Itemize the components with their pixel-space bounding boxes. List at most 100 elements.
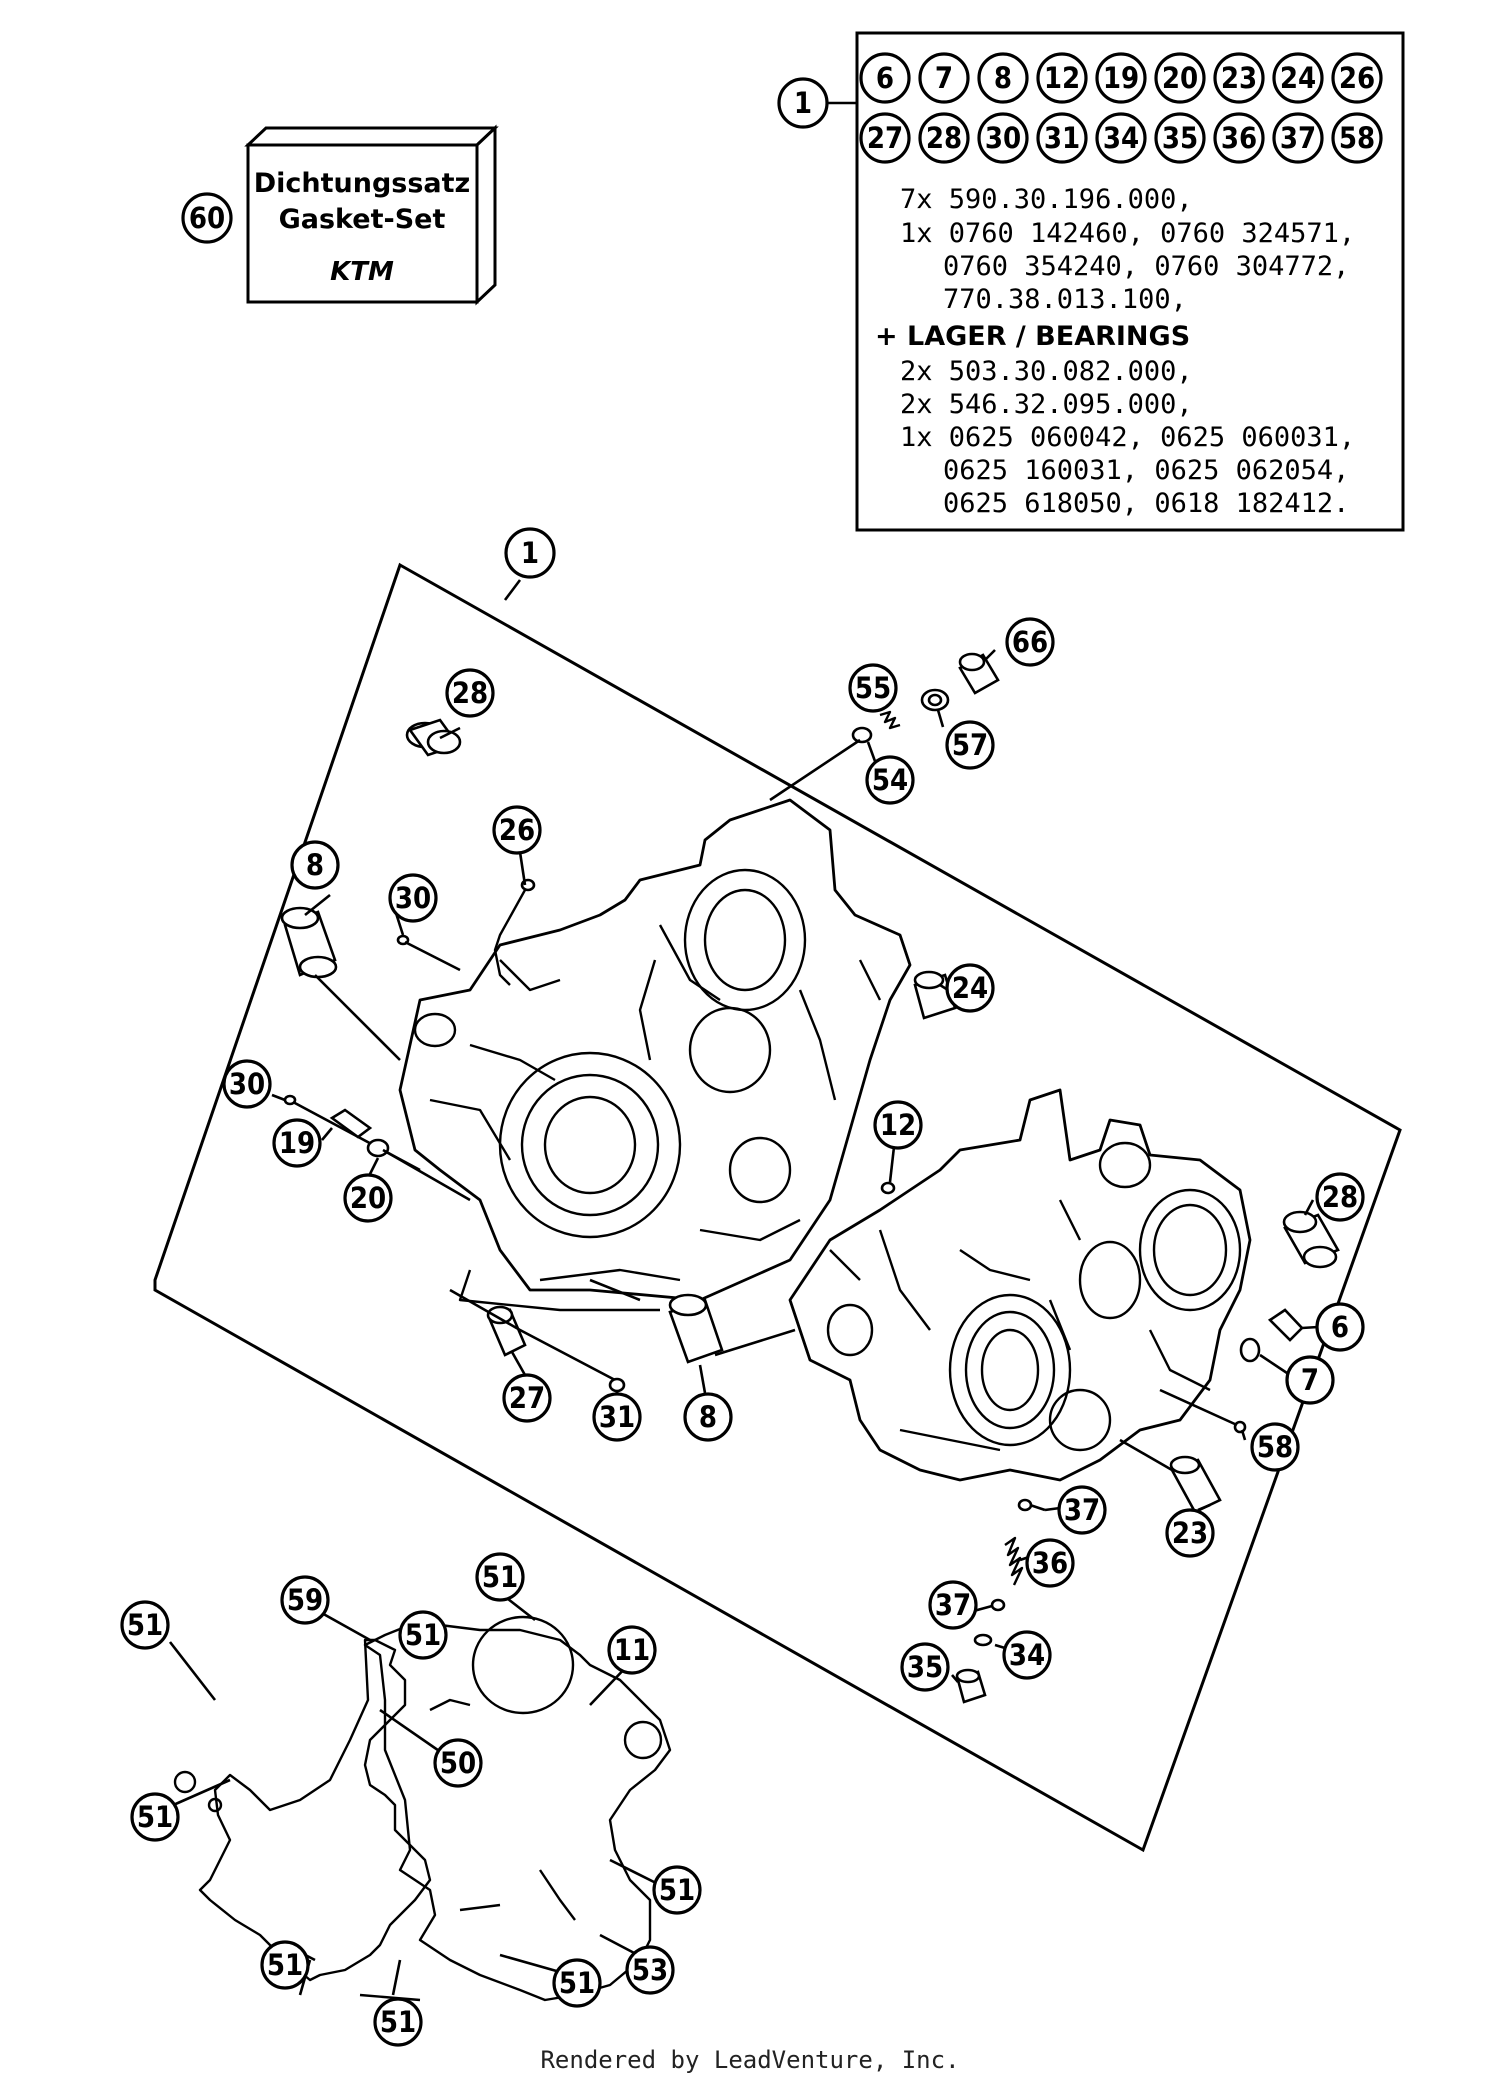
kit-line-1: 7x 590.30.196.000, [900, 184, 1193, 215]
callout-66[interactable]: 66 [1005, 617, 1055, 667]
svg-text:37: 37 [1280, 121, 1316, 155]
gasket-set-box[interactable]: Dichtungssatz Gasket-Set KTM [244, 124, 499, 306]
plug-66 [958, 652, 1000, 695]
callout-30-left[interactable]: 30 [222, 1059, 272, 1109]
callout-20[interactable]: 20 [343, 1173, 393, 1223]
callout-51-top[interactable]: 51 [398, 1610, 448, 1660]
kit-line-2: 1x 0760 142460, 0760 324571, [900, 218, 1355, 249]
plug-35 [955, 1668, 987, 1704]
callout-59[interactable]: 59 [280, 1575, 330, 1625]
breather-26 [493, 889, 527, 986]
callout-53[interactable]: 53 [625, 1945, 675, 1995]
svg-text:51: 51 [405, 1618, 441, 1652]
svg-text:30: 30 [985, 121, 1021, 155]
callout-6[interactable]: 6 [1315, 1302, 1365, 1352]
callout-51-top-left[interactable]: 51 [120, 1600, 170, 1650]
callout-37-lower[interactable]: 37 [928, 1580, 978, 1630]
svg-text:59: 59 [287, 1583, 323, 1617]
callout-36[interactable]: 36 [1025, 1538, 1075, 1588]
kit-item-20[interactable]: 20 [1154, 52, 1206, 104]
svg-text:28: 28 [926, 121, 962, 155]
callout-54[interactable]: 54 [865, 755, 915, 805]
callout-51-bottom-left[interactable]: 51 [260, 1940, 310, 1990]
svg-text:51: 51 [127, 1608, 163, 1642]
svg-text:51: 51 [559, 1966, 595, 2000]
callout-50[interactable]: 50 [433, 1738, 483, 1788]
gasket-bore [471, 1615, 575, 1715]
callout-51-bottom[interactable]: 51 [373, 1997, 423, 2047]
kit-item-34[interactable]: 34 [1095, 112, 1147, 164]
callout-30-upper[interactable]: 30 [388, 873, 438, 923]
kit-item-8[interactable]: 8 [977, 52, 1029, 104]
callout-8-upper[interactable]: 8 [290, 840, 340, 890]
kit-item-23[interactable]: 23 [1213, 52, 1265, 104]
svg-text:34: 34 [1009, 1638, 1045, 1672]
svg-text:19: 19 [1103, 61, 1139, 95]
kit-item-30[interactable]: 30 [977, 112, 1029, 164]
gasket-left [198, 1638, 432, 1982]
callout-19[interactable]: 19 [272, 1118, 322, 1168]
svg-text:23: 23 [1221, 61, 1257, 95]
svg-text:30: 30 [229, 1067, 265, 1101]
callout-11[interactable]: 11 [607, 1625, 657, 1675]
callout-51-bottom-right[interactable]: 51 [552, 1958, 602, 2008]
spring-55 [879, 710, 901, 730]
bearing-line-1: 2x 503.30.082.000, [900, 356, 1193, 387]
callout-57[interactable]: 57 [945, 720, 995, 770]
callouts: 1 28 8 26 30 30 19 20 [120, 527, 1365, 2047]
callout-60[interactable]: 60 [181, 192, 233, 244]
bearings-heading: + LAGER / BEARINGS [875, 321, 1190, 352]
kit-item-12[interactable]: 12 [1036, 52, 1088, 104]
callout-28-left[interactable]: 28 [445, 668, 495, 718]
svg-text:12: 12 [880, 1108, 916, 1142]
kit-item-7[interactable]: 7 [918, 52, 970, 104]
kit-item-19[interactable]: 19 [1095, 52, 1147, 104]
crankcase-group-frame [153, 562, 1402, 1853]
callout-27[interactable]: 27 [502, 1373, 552, 1423]
plug-6 [1267, 1308, 1304, 1342]
callout-55[interactable]: 55 [848, 663, 898, 713]
svg-text:66: 66 [1012, 625, 1048, 659]
kit-item-6[interactable]: 6 [859, 52, 911, 104]
kit-item-28[interactable]: 28 [918, 112, 970, 164]
callout-51-right[interactable]: 51 [652, 1865, 702, 1915]
callout-31[interactable]: 31 [592, 1392, 642, 1442]
svg-text:12: 12 [1044, 61, 1080, 95]
svg-text:20: 20 [350, 1181, 386, 1215]
dowel-8-lower [668, 1293, 724, 1364]
svg-text:27: 27 [867, 121, 903, 155]
callout-24[interactable]: 24 [945, 963, 995, 1013]
callout-26[interactable]: 26 [492, 805, 542, 855]
svg-text:28: 28 [1322, 1180, 1358, 1214]
callout-58[interactable]: 58 [1250, 1422, 1300, 1472]
screw-31 [608, 1377, 626, 1393]
svg-text:26: 26 [499, 813, 535, 847]
callout-34[interactable]: 34 [1002, 1630, 1052, 1680]
callout-1-group[interactable]: 1 [504, 527, 556, 579]
kit-item-24[interactable]: 24 [1272, 52, 1324, 104]
svg-text:7: 7 [935, 61, 953, 95]
callout-51-upper-center[interactable]: 51 [475, 1552, 525, 1602]
kit-item-27[interactable]: 27 [859, 112, 911, 164]
kit-callout-1[interactable]: 1 [777, 77, 829, 129]
kit-item-58[interactable]: 58 [1331, 112, 1383, 164]
svg-text:58: 58 [1257, 1430, 1293, 1464]
callout-51-left[interactable]: 51 [130, 1792, 180, 1842]
crankcase-leaders [271, 559, 1319, 1683]
callout-28-right[interactable]: 28 [1315, 1172, 1365, 1222]
callout-35[interactable]: 35 [900, 1642, 950, 1692]
callout-8-lower[interactable]: 8 [683, 1392, 733, 1442]
svg-text:51: 51 [137, 1800, 173, 1834]
callout-12[interactable]: 12 [873, 1100, 923, 1150]
svg-text:35: 35 [1162, 121, 1198, 155]
kit-item-35[interactable]: 35 [1154, 112, 1206, 164]
kit-item-37[interactable]: 37 [1272, 112, 1324, 164]
callout-7[interactable]: 7 [1285, 1355, 1335, 1405]
callout-23[interactable]: 23 [1165, 1508, 1215, 1558]
callout-37-upper[interactable]: 37 [1057, 1485, 1107, 1535]
kit-item-31[interactable]: 31 [1036, 112, 1088, 164]
svg-text:11: 11 [614, 1633, 650, 1667]
kit-item-36[interactable]: 36 [1213, 112, 1265, 164]
kit-item-26[interactable]: 26 [1331, 52, 1383, 104]
